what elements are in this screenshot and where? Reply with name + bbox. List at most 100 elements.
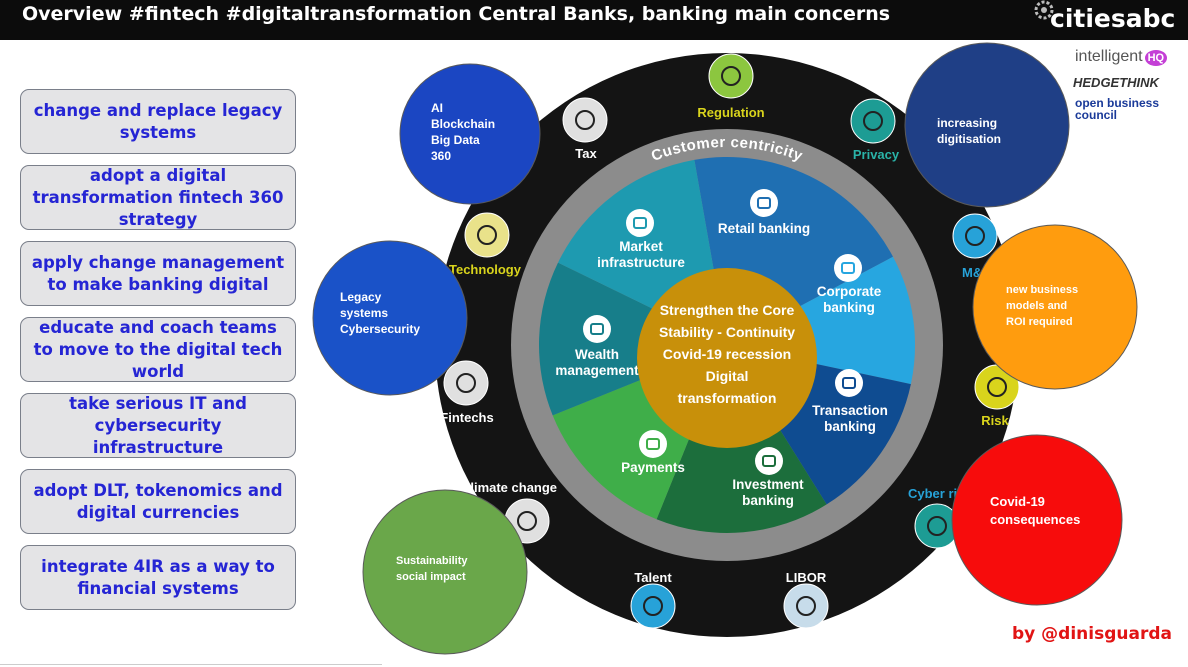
action-pill-strategy: adopt a digital transformation fintech 3… bbox=[20, 165, 296, 230]
building-icon-glyph bbox=[841, 262, 855, 274]
bubble-legacy-cybersecurity-text-line: systems bbox=[340, 306, 388, 320]
action-pill-dlt: adopt DLT, tokenomics and digital curren… bbox=[20, 469, 296, 534]
shield-icon bbox=[708, 53, 754, 99]
institution-icon bbox=[626, 209, 654, 237]
bubble-sustainability bbox=[362, 489, 528, 655]
segment-label-line: banking bbox=[823, 300, 875, 315]
segment-label: Payments bbox=[621, 460, 685, 475]
outer-item-label: LIBOR bbox=[786, 570, 827, 585]
privacy-icon bbox=[850, 98, 896, 144]
bubble-legacy-cybersecurity-text-line: Cybersecurity bbox=[340, 322, 420, 336]
people-icon bbox=[630, 583, 676, 629]
segment-label-line: banking bbox=[824, 419, 876, 434]
action-pill-4ir: integrate 4IR as a way to financial syst… bbox=[20, 545, 296, 610]
share-icon-glyph bbox=[456, 373, 476, 393]
money-icon-glyph bbox=[646, 438, 660, 450]
bubble-ai-blockchain bbox=[399, 63, 541, 205]
list-icon bbox=[783, 583, 829, 629]
bubble-business-models bbox=[972, 224, 1138, 390]
partner-hq-badge: HQ bbox=[1144, 50, 1168, 66]
action-pill-legacy: change and replace legacy systems bbox=[20, 89, 296, 154]
bubble-covid-text: Covid-19 consequences bbox=[990, 494, 1080, 527]
bubble-legacy-cybersecurity-text-line: Legacy bbox=[340, 290, 382, 304]
segment-label-line: Corporate bbox=[817, 284, 882, 299]
core-text-line: Strengthen the Core bbox=[660, 302, 795, 318]
recycle-icon-glyph bbox=[517, 511, 537, 531]
outer-item-label: Tax bbox=[575, 146, 597, 161]
segment-label-line: banking bbox=[742, 493, 794, 508]
segment-label-line: Investment bbox=[732, 477, 804, 492]
split-icon-glyph bbox=[927, 516, 947, 536]
bubble-ai-blockchain-text-line: Big Data bbox=[431, 133, 480, 147]
segment-label-line: Market bbox=[619, 239, 663, 254]
page-title: Overview #fintech #digitaltransformation… bbox=[22, 3, 891, 25]
outer-item-label: Climate change bbox=[461, 480, 557, 495]
bubble-ai-blockchain-text-line: AI bbox=[431, 101, 443, 115]
privacy-icon-glyph bbox=[863, 111, 883, 131]
outer-item-label: Regulation bbox=[697, 105, 764, 120]
partner-obc-line1: open business bbox=[1075, 96, 1160, 110]
bank-icon-glyph bbox=[762, 455, 776, 467]
bubble-legacy-cybersecurity bbox=[312, 240, 468, 396]
bubble-ai-blockchain-text-line: 360 bbox=[431, 149, 451, 163]
wrench-icon-glyph bbox=[477, 225, 497, 245]
core-text-line: Digital bbox=[706, 368, 749, 384]
bubble-digitisation-text-line: increasing bbox=[937, 116, 997, 130]
bubble-sustainability-text-line: social impact bbox=[396, 571, 466, 583]
outer-item-label: Fintechs bbox=[440, 410, 493, 425]
moneybag-icon-glyph bbox=[590, 323, 604, 335]
segment-label-line: infrastructure bbox=[597, 255, 685, 270]
bubble-business-models-text-line: models and bbox=[1006, 300, 1067, 312]
core-text-line: Covid-19 recession bbox=[663, 346, 791, 362]
building-icon bbox=[834, 254, 862, 282]
partner-hedgethink-text: HEDGETHINK bbox=[1073, 75, 1159, 90]
bubble-covid-text-line: consequences bbox=[990, 512, 1080, 527]
bank-icon bbox=[755, 447, 783, 475]
user-icon bbox=[750, 189, 778, 217]
bubble-business-models-text-line: ROI required bbox=[1006, 316, 1073, 328]
share-icon bbox=[443, 360, 489, 406]
bottom-divider bbox=[0, 664, 382, 665]
brand-logo: citiesabc bbox=[1050, 4, 1176, 33]
bubble-digitisation-text-line: digitisation bbox=[937, 132, 1001, 146]
merge-icon-glyph bbox=[965, 226, 985, 246]
segment-wealth-management bbox=[539, 262, 727, 416]
author-credit: by @dinisguarda bbox=[1012, 624, 1172, 644]
header-bar bbox=[0, 0, 1188, 40]
institution-icon-glyph bbox=[633, 217, 647, 229]
coins-icon bbox=[835, 369, 863, 397]
partner-logo-openbusinesscouncil: open business council bbox=[1075, 97, 1159, 121]
bubble-business-models-text-line: new business bbox=[1006, 284, 1078, 296]
bubble-covid-text-line: Covid-19 bbox=[990, 494, 1045, 509]
core-text-line: transformation bbox=[678, 390, 777, 406]
user-icon-glyph bbox=[757, 197, 771, 209]
outer-item-label: Risk bbox=[981, 413, 1009, 428]
outer-item-label: Technology bbox=[449, 262, 522, 277]
bubble-sustainability-text-line: Sustainability bbox=[396, 555, 468, 567]
segment-label-line: Wealth bbox=[575, 347, 619, 362]
partner-intelligent-text: intelligent bbox=[1075, 48, 1143, 65]
scissors-icon bbox=[562, 97, 608, 143]
gear-logo-icon bbox=[1034, 0, 1054, 20]
segment-label-line: management bbox=[555, 363, 639, 378]
segment-label: Retail banking bbox=[718, 221, 810, 236]
bubble-ai-blockchain-text-line: Blockchain bbox=[431, 117, 495, 131]
merge-icon bbox=[952, 213, 998, 259]
wrench-icon bbox=[464, 212, 510, 258]
warning-icon-glyph bbox=[987, 377, 1007, 397]
coins-icon-glyph bbox=[842, 377, 856, 389]
list-icon-glyph bbox=[796, 596, 816, 616]
action-pill-change-management: apply change management to make banking … bbox=[20, 241, 296, 306]
partner-logo-hedgethink: HEDGETHINK bbox=[1073, 75, 1159, 90]
bubble-digitisation-text: increasing digitisation bbox=[937, 116, 1001, 146]
